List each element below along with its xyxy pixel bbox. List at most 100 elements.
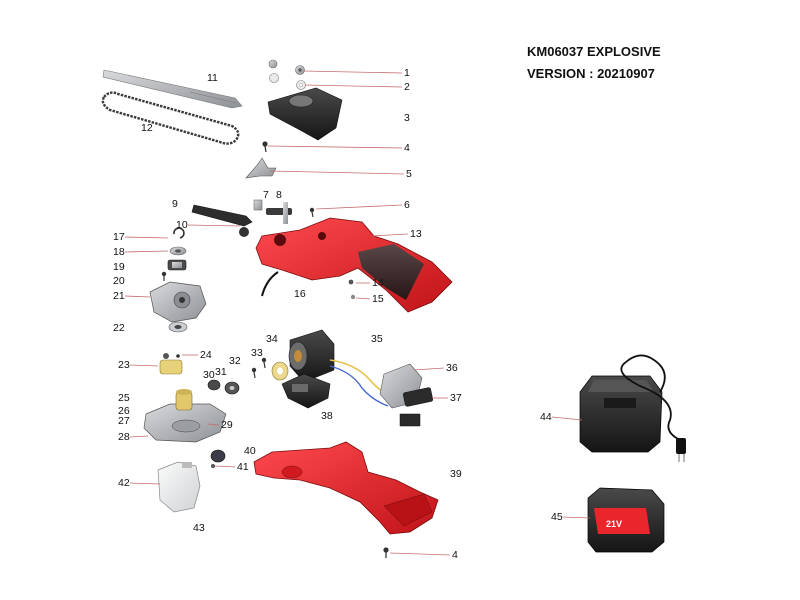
callout-number: 34	[266, 333, 278, 345]
leader-line	[129, 435, 149, 438]
callout-number: 3	[404, 112, 410, 124]
callout-number: 21	[113, 290, 125, 302]
battery-voltage-label: 21V	[606, 519, 622, 529]
guide-bar	[102, 69, 243, 109]
motor-wires	[329, 365, 389, 407]
callout-number: 16	[294, 288, 306, 300]
switch-part	[399, 387, 434, 427]
leader-line	[389, 552, 451, 556]
leader-line	[304, 84, 403, 88]
callout-number: 1	[404, 67, 410, 79]
cable-part	[261, 271, 279, 297]
callout-number: 31	[215, 366, 227, 378]
upper-housing	[255, 217, 453, 313]
callout-number: 38	[321, 410, 333, 422]
callout-number: 35	[371, 333, 383, 345]
pin-part	[266, 202, 292, 224]
leader-line	[551, 416, 583, 421]
callout-number: 33	[251, 347, 263, 359]
nut-part	[268, 59, 305, 75]
gearbox-housing	[149, 281, 207, 323]
callout-number: 20	[113, 275, 125, 287]
callout-number: 12	[141, 122, 153, 134]
callout-number: 14	[372, 277, 384, 289]
callout-number: 44	[540, 411, 552, 423]
leader-line	[214, 465, 236, 468]
callout-number: 27	[118, 415, 130, 427]
callout-number: 25	[118, 392, 130, 404]
leader-line	[124, 236, 169, 239]
bearing-part	[168, 321, 188, 333]
callout-number: 8	[276, 189, 282, 201]
bearing-part	[169, 246, 187, 256]
callout-number: 17	[113, 231, 125, 243]
callout-number: 19	[113, 261, 125, 273]
callout-number: 29	[221, 419, 233, 431]
callout-number: 2	[404, 81, 410, 93]
screw-part	[262, 141, 268, 153]
leader-line	[124, 295, 151, 298]
battery-charger	[579, 354, 686, 462]
bushing-part	[207, 379, 240, 395]
callout-number: 32	[229, 355, 241, 367]
callout-number: 11	[207, 72, 218, 84]
spacer-part	[271, 361, 289, 381]
chain-tensioner	[245, 157, 277, 179]
leader-line	[207, 423, 220, 426]
callout-number: 45	[551, 511, 563, 523]
leader-line	[562, 516, 591, 519]
leader-line	[124, 250, 169, 253]
leader-line	[355, 297, 371, 300]
leader-line	[129, 364, 159, 367]
circlip-part	[173, 227, 185, 239]
callout-number: 26	[118, 405, 130, 417]
callout-number: 7	[263, 189, 269, 201]
callout-number: 22	[113, 322, 125, 334]
lower-housing	[253, 441, 439, 535]
leader-line	[187, 224, 241, 227]
callout-number: 18	[113, 246, 125, 258]
callout-number: 41	[237, 461, 249, 473]
knob-part	[210, 449, 226, 463]
battery-pack: 21V	[587, 487, 665, 553]
motor-part	[288, 329, 335, 383]
callout-number: 39	[450, 468, 462, 480]
callout-number: 43	[193, 522, 205, 534]
callout-number: 42	[118, 477, 130, 489]
chain-cover	[267, 87, 343, 141]
leader-line	[371, 233, 409, 237]
leader-line	[129, 482, 161, 485]
leader-lines	[124, 70, 591, 556]
callout-number: 24	[200, 349, 212, 361]
screw-part	[251, 357, 267, 379]
callout-number: 13	[410, 228, 422, 240]
screw-part	[348, 279, 356, 300]
version-title: VERSION : 20210907	[527, 66, 655, 81]
saw-chain	[101, 91, 240, 145]
gear-assembly	[143, 389, 227, 443]
leader-line	[315, 204, 403, 210]
callout-number: 37	[450, 392, 462, 404]
callout-number: 6	[404, 199, 410, 211]
washer-part	[269, 73, 306, 90]
leader-line	[267, 145, 403, 149]
screw-part	[211, 464, 215, 468]
callout-number: 36	[446, 362, 458, 374]
leader-line	[413, 367, 445, 371]
oil-tank	[157, 461, 201, 513]
callout-number: 28	[118, 431, 130, 443]
callout-number: 40	[244, 445, 256, 457]
callout-number: 15	[372, 293, 384, 305]
callout-number: 9	[172, 198, 178, 210]
callout-number: 30	[203, 369, 215, 381]
leader-line	[303, 70, 403, 74]
callout-number: 5	[406, 168, 412, 180]
leader-line	[269, 170, 405, 175]
sprocket-part	[167, 259, 187, 271]
callout-number: 4	[404, 142, 410, 154]
lever-part	[191, 204, 253, 237]
screw-part	[383, 547, 389, 558]
callout-number: 23	[118, 359, 130, 371]
